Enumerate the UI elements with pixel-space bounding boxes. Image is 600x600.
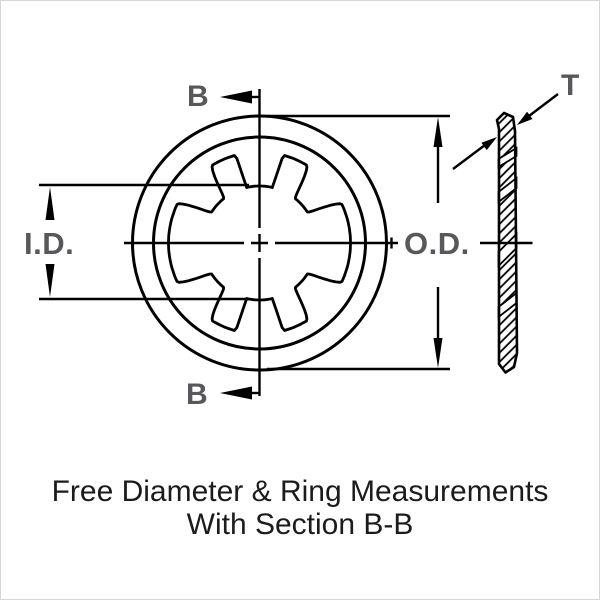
thickness-dimension: [452, 93, 559, 170]
inner-diameter-label: I.D.: [24, 226, 75, 261]
caption-line-1: Free Diameter & Ring Measurements: [51, 475, 549, 508]
id-dimension: [39, 183, 249, 301]
section-label-bottom: B: [186, 378, 208, 411]
section-arrow-bottom: [220, 386, 260, 400]
outer-diameter-label: O.D.: [404, 226, 470, 261]
caption: Free Diameter & Ring Measurements With S…: [1, 475, 599, 541]
caption-line-2: With Section B-B: [186, 508, 414, 541]
centerline-horizontal: [124, 237, 398, 249]
section-view: [480, 111, 533, 374]
thickness-label: T: [561, 69, 580, 102]
section-arrow-top: [220, 90, 260, 104]
section-label-top: B: [187, 80, 209, 113]
od-dimension: [267, 114, 450, 371]
